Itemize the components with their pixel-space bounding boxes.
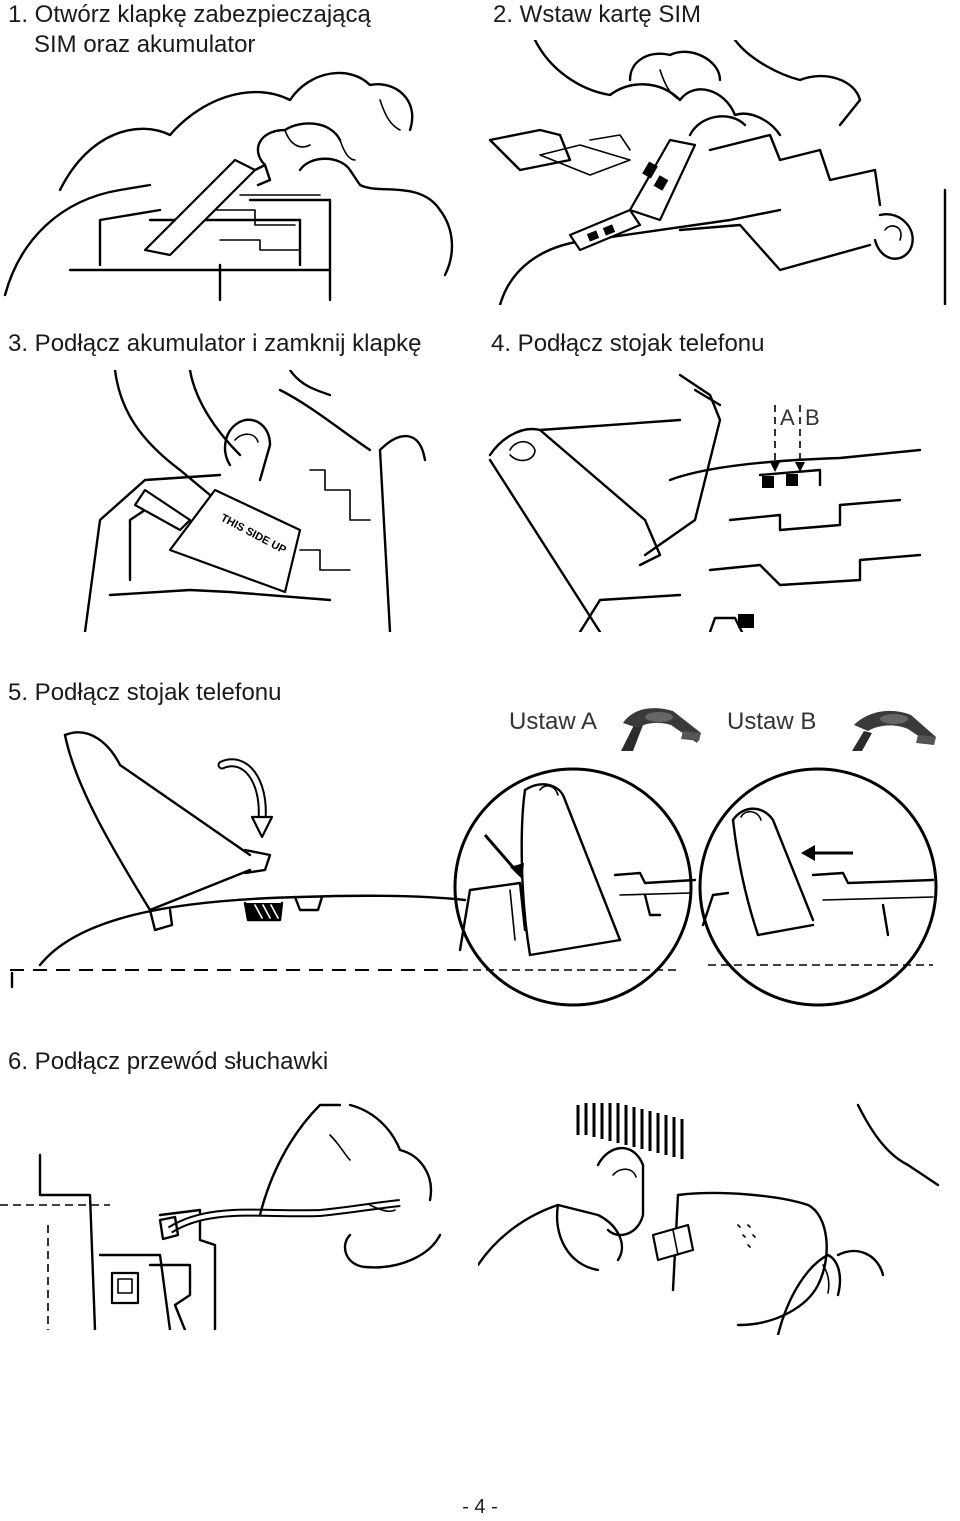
step5-option-a: Ustaw A	[509, 708, 598, 735]
step1-title-line1: 1. Otwórz klapkę zabezpieczającą	[8, 1, 371, 28]
step1-illustration	[0, 60, 465, 305]
step3-illustration: THIS SIDE UP	[70, 370, 440, 632]
step5-title: 5. Podłącz stojak telefonu	[8, 679, 282, 706]
step5-option-b: Ustaw B	[727, 708, 817, 735]
step4-title: 4. Podłącz stojak telefonu	[491, 330, 765, 357]
label-b: B	[805, 405, 820, 430]
step6-illustration-left	[0, 1095, 470, 1330]
step5-detail-a	[440, 765, 710, 1010]
phone-angled-icon	[846, 703, 938, 753]
step6-illustration-right	[478, 1095, 953, 1335]
step6-title: 6. Podłącz przewód słuchawki	[8, 1048, 329, 1075]
step4-illustration: A B	[480, 370, 950, 632]
step3-title: 3. Podłącz akumulator i zamknij klapkę	[8, 330, 422, 357]
step5-illustration	[0, 725, 470, 995]
step5-detail-b	[683, 765, 953, 1010]
page-number: - 4 -	[462, 1496, 498, 1518]
step2-illustration	[480, 40, 950, 305]
step2-title: 2. Wstaw kartę SIM	[493, 1, 702, 28]
step1-title-line2: SIM oraz akumulator	[34, 31, 256, 58]
phone-upright-icon	[613, 703, 705, 753]
label-a: A	[780, 405, 795, 430]
